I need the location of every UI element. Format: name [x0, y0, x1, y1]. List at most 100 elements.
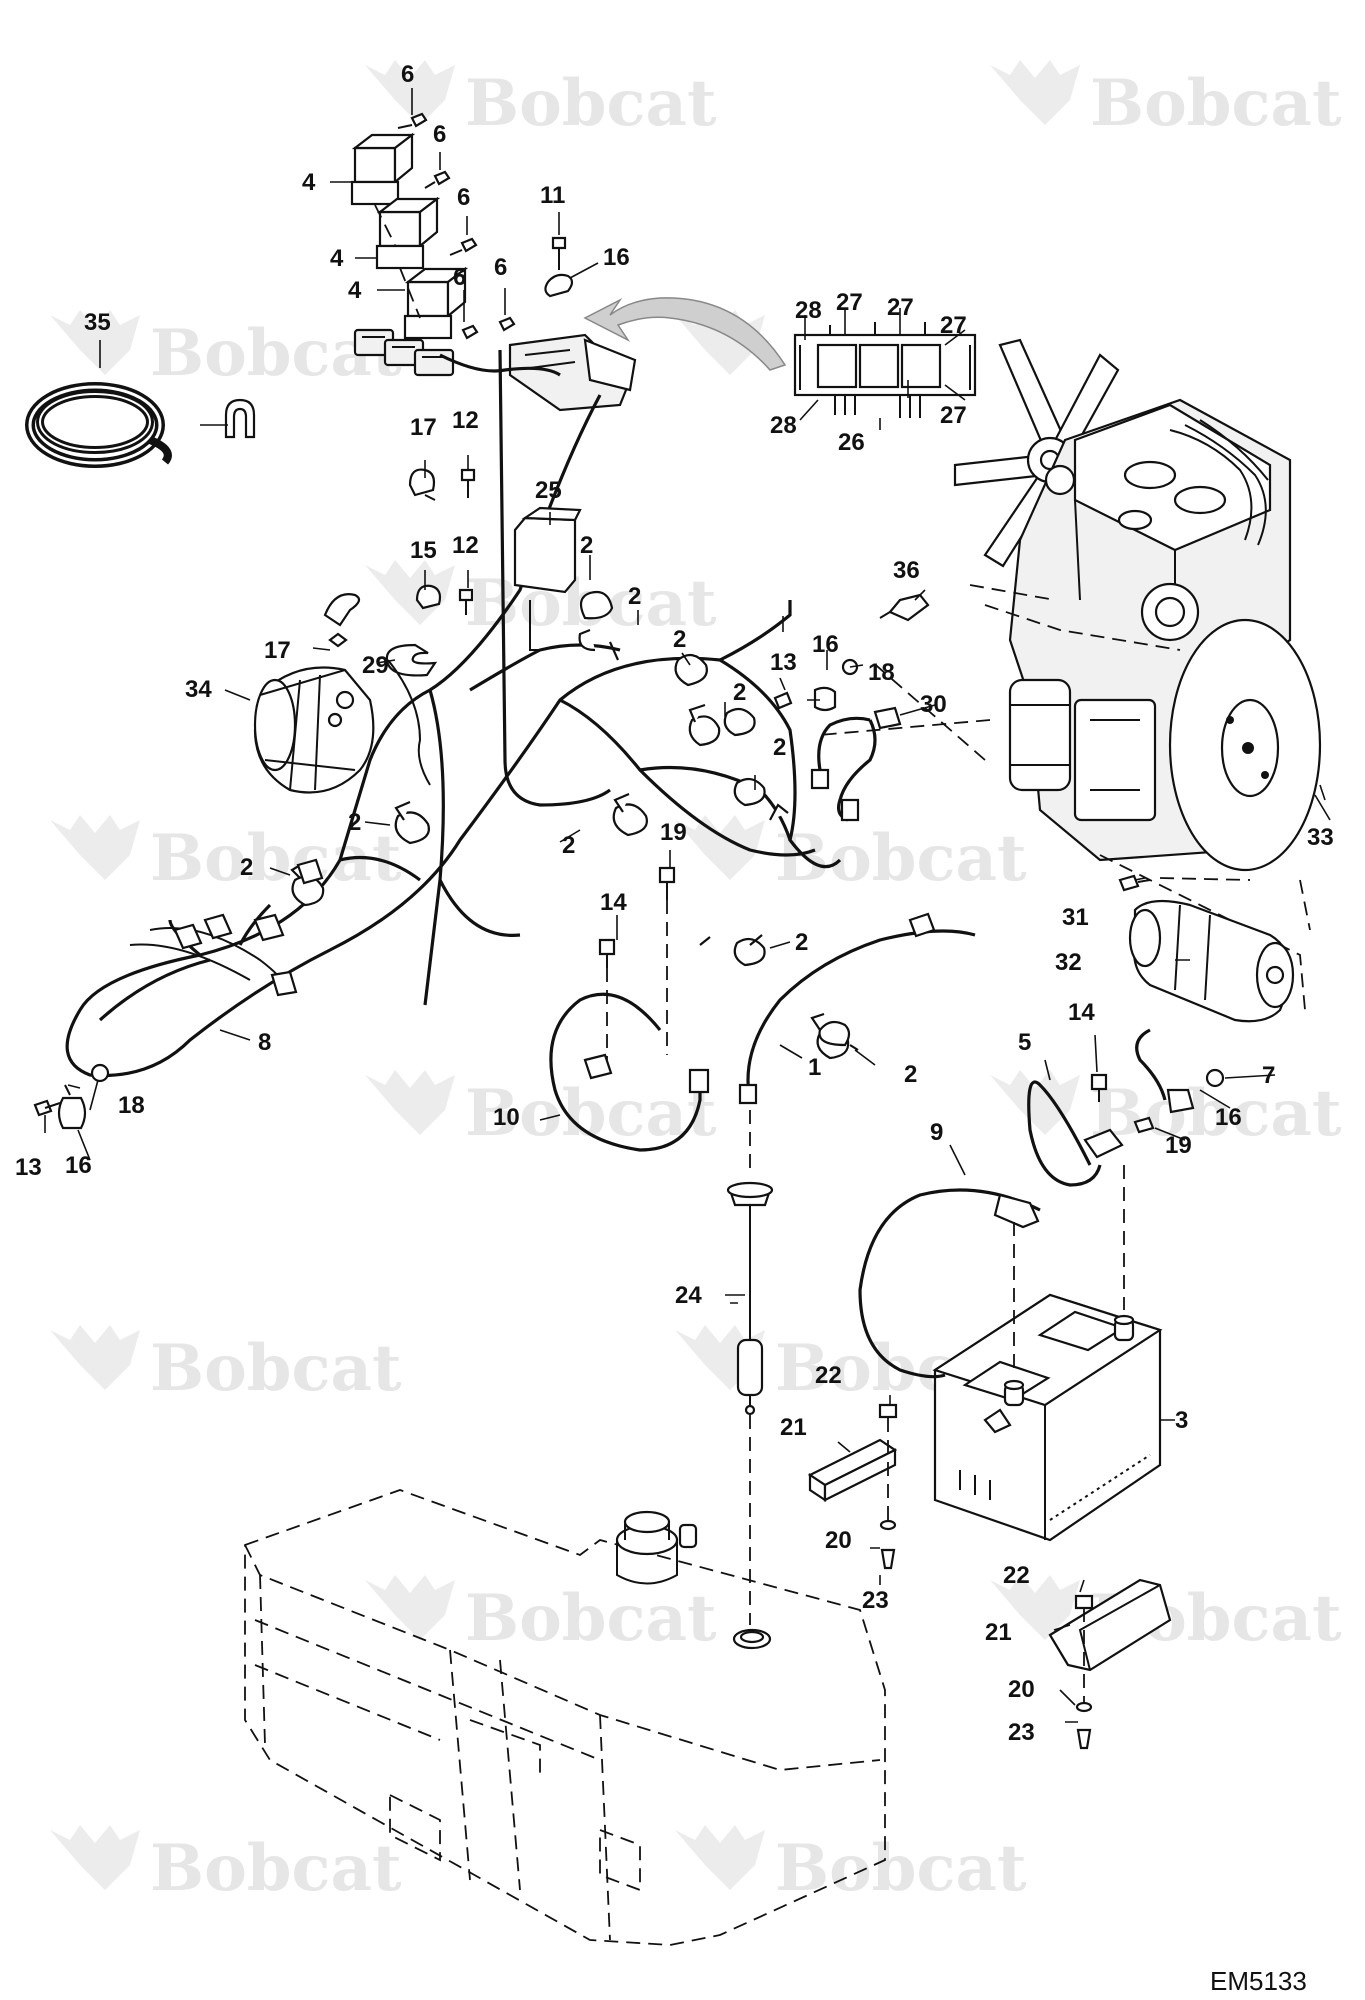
callout-17: 17	[264, 637, 291, 664]
callout-13: 13	[770, 649, 797, 676]
callout-18: 18	[118, 1092, 145, 1119]
nut-7	[1205, 1068, 1225, 1088]
fuse-block	[508, 333, 637, 412]
callout-3: 3	[1175, 1407, 1188, 1434]
callout-2: 2	[240, 854, 253, 881]
callout-32: 32	[1055, 949, 1082, 976]
callout-4: 4	[302, 169, 316, 196]
callout-28: 28	[770, 412, 797, 439]
callout-6: 6	[494, 254, 507, 281]
callout-16: 16	[1215, 1104, 1242, 1131]
relays	[350, 112, 516, 377]
vent-fitting	[678, 1523, 698, 1549]
callout-19: 19	[1165, 1132, 1192, 1159]
watermark-logo	[50, 1825, 140, 1890]
watermark-text: Bobcat	[465, 1581, 717, 1656]
callout-16: 16	[603, 244, 630, 271]
callout-12: 12	[452, 532, 479, 559]
callout-labels: 6 6 6 6 6 4 4 4 11 16 35 28 27 27 27 27 …	[15, 61, 1334, 1996]
callout-7: 7	[1262, 1062, 1275, 1089]
engine	[819, 338, 1322, 1011]
callout-9: 9	[930, 1119, 943, 1146]
callout-27: 27	[940, 312, 967, 339]
callout-13: 13	[15, 1154, 42, 1181]
part-10-ground-cable	[549, 900, 710, 1152]
callout-35: 35	[84, 309, 111, 336]
callout-36: 36	[893, 557, 920, 584]
watermark-logo	[365, 60, 455, 125]
callout-6: 6	[433, 121, 446, 148]
callout-14: 14	[1068, 999, 1095, 1026]
watermark-text: Bobcat	[775, 1831, 1027, 1906]
callout-2: 2	[580, 532, 593, 559]
callout-31: 31	[1062, 904, 1089, 931]
watermark-logo	[365, 560, 455, 625]
callout-11: 11	[540, 182, 565, 209]
watermark-logo	[675, 1825, 765, 1890]
watermark-text: Bobcat	[775, 821, 1027, 896]
watermark-text: Bobcat	[150, 1831, 402, 1906]
callout-10: 10	[493, 1104, 520, 1131]
callout-28: 28	[795, 297, 822, 324]
watermark-logo	[675, 815, 765, 880]
callout-4: 4	[348, 277, 362, 304]
watermark-logo	[365, 1070, 455, 1135]
watermark-text: Bobcat	[150, 1331, 402, 1406]
callout-33: 33	[1307, 824, 1334, 851]
relay	[403, 266, 469, 340]
callout-24: 24	[675, 1282, 702, 1309]
watermark-logo	[50, 815, 140, 880]
callout-6: 6	[457, 184, 470, 211]
battery-assembly	[807, 1028, 1225, 1750]
callout-17: 17	[410, 414, 437, 441]
relay-base	[353, 328, 455, 377]
callout-21: 21	[985, 1619, 1012, 1646]
callout-12: 12	[452, 407, 479, 434]
watermark-logo	[990, 1575, 1080, 1640]
callout-25: 25	[535, 477, 562, 504]
fuel-sender	[726, 912, 976, 1625]
callout-arrow	[583, 297, 787, 371]
callout-23: 23	[862, 1587, 889, 1614]
callout-6: 6	[401, 61, 414, 88]
callout-21: 21	[780, 1414, 807, 1441]
watermark-text: Bobcat	[1090, 66, 1342, 141]
callout-20: 20	[825, 1527, 852, 1554]
fuel-tank	[244, 1489, 886, 1946]
watermark-logo	[50, 310, 140, 375]
part-25-relay	[513, 506, 582, 651]
callout-6: 6	[453, 264, 466, 291]
callout-2: 2	[628, 583, 641, 610]
callout-16: 16	[812, 631, 839, 658]
watermark-text: Bobcat	[465, 66, 717, 141]
trim-profile	[224, 398, 256, 439]
callout-19: 19	[660, 819, 687, 846]
callout-1: 1	[808, 1054, 821, 1081]
engine-harness-connectors	[173, 858, 324, 997]
part-35-edge-trim-coil	[25, 382, 256, 468]
callout-2: 2	[904, 1061, 917, 1088]
callout-14: 14	[600, 889, 627, 916]
callout-20: 20	[1008, 1676, 1035, 1703]
callout-18: 18	[868, 659, 895, 686]
callout-8: 8	[258, 1029, 271, 1056]
relay	[375, 196, 441, 270]
watermark-logo	[50, 1325, 140, 1390]
callout-22: 22	[1003, 1562, 1030, 1589]
callout-27: 27	[887, 294, 914, 321]
watermark-logo	[990, 1070, 1080, 1135]
drawing-code: EM5133	[1210, 1966, 1307, 1996]
watermark-text: Bobcat	[465, 1076, 717, 1151]
callout-2: 2	[562, 832, 575, 859]
callout-2: 2	[773, 734, 786, 761]
relay	[350, 132, 416, 206]
watermark-logo	[990, 60, 1080, 125]
harness-clamps	[290, 590, 859, 1060]
callout-4: 4	[330, 245, 344, 272]
callout-2: 2	[673, 626, 686, 653]
callout-23: 23	[1008, 1719, 1035, 1746]
watermark-text: Bobcat	[1090, 1076, 1342, 1151]
callout-27: 27	[836, 289, 863, 316]
callout-27: 27	[940, 402, 967, 429]
